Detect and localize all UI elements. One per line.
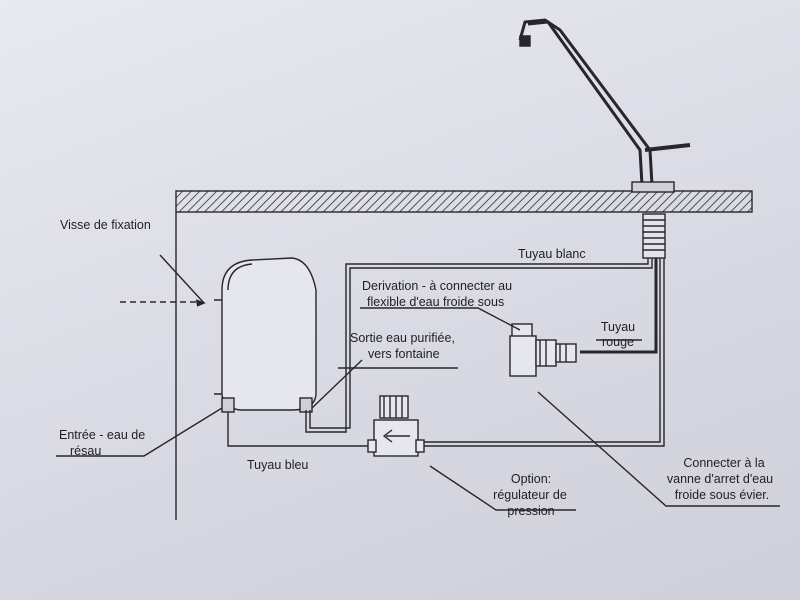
label-tuyau-blanc: Tuyau blanc <box>518 247 586 261</box>
leader-derivation <box>360 307 521 331</box>
label-derivation-line1: Derivation - à connecter au <box>362 279 513 293</box>
leader-option <box>429 465 576 511</box>
label-tuyau-rouge-line1: Tuyau <box>600 320 636 334</box>
leader-entree <box>56 407 223 457</box>
label-entree-line2: résau <box>70 444 102 458</box>
label-entree-line1: Entrée - eau de <box>59 428 146 442</box>
filter-tank <box>214 257 317 413</box>
leader-sortie-diag <box>311 359 363 409</box>
label-option-line1: Option: <box>510 472 552 486</box>
label-sortie-line1: Sortie eau purifiée, <box>350 331 455 345</box>
label-sortie-line2: vers fontaine <box>368 347 440 361</box>
diverter-valve <box>509 323 577 377</box>
label-connecter-line3: froide sous évier. <box>674 488 770 502</box>
faucet-stem <box>642 213 666 259</box>
blue-tube <box>227 258 665 447</box>
red-tube <box>580 258 658 354</box>
label-visse-de-fixation: Visse de fixation <box>60 218 151 232</box>
countertop <box>175 190 753 213</box>
leader-connecter <box>537 391 780 507</box>
faucet <box>518 18 691 193</box>
label-tuyau-rouge-line2: rouge <box>602 335 634 349</box>
label-option-line2: régulateur de <box>493 488 567 502</box>
white-tube <box>305 258 653 433</box>
label-derivation-line2: flexible d'eau froide sous <box>367 295 505 309</box>
label-option-line3: pression <box>507 504 555 518</box>
label-tuyau-bleu: Tuyau bleu <box>247 458 309 472</box>
pressure-regulator <box>367 395 425 457</box>
label-connecter-line2: vanne d'arret d'eau <box>666 472 774 486</box>
label-connecter-line1: Connecter à la <box>683 456 765 470</box>
